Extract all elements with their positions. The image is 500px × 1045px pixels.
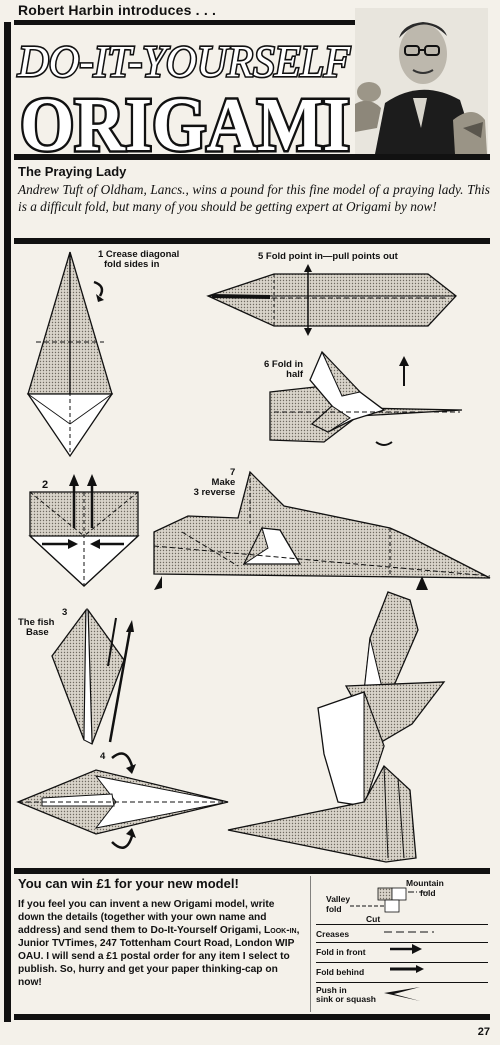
page-number: 27 [477, 1026, 490, 1038]
key-cut-label: Cut [366, 914, 381, 924]
key-mountain-label: Mountain fold [406, 878, 444, 898]
step7-diagram [153, 470, 491, 590]
author-photo [355, 8, 488, 154]
step3-diagram [51, 607, 134, 745]
header-rule [14, 154, 490, 160]
key-push-row: Push in sink or squash [316, 982, 488, 1014]
step1-label: 1 Crease diagonal fold sides in [98, 249, 180, 270]
step7-label: 7 Make 3 reverse [193, 467, 236, 498]
step4-diagram [16, 752, 229, 849]
key-creases-row: Creases [316, 924, 488, 947]
fold-key: Mountain fold Valley fold Cut Creases Fo… [310, 876, 490, 1012]
bottom-rule [14, 1014, 490, 1020]
folding-diagrams: 1 Crease diagonal fold sides in 5 Fold p… [12, 246, 492, 866]
top-rule [14, 20, 484, 25]
article-text: Andrew Tuft of Oldham, Lancs., wins a po… [18, 182, 490, 214]
diagram-top-rule [14, 238, 490, 244]
competition-rule [14, 868, 490, 874]
title-block: DO-IT-YOURSELF ORIGAMI [14, 26, 354, 154]
step2-diagram [28, 474, 140, 587]
step1-diagram [26, 251, 114, 458]
left-border-bar [4, 22, 11, 1022]
key-fold-front-row: Fold in front [316, 942, 488, 965]
magazine-name: Look-in [264, 925, 297, 936]
step6-diagram [269, 350, 463, 446]
step2-label: 2 [42, 479, 49, 491]
competition-text: If you feel you can invent a new Origami… [18, 899, 300, 988]
step6-label: 6 Fold in half [264, 359, 304, 380]
key-valley-label: Valley fold [326, 894, 351, 914]
step3-label: 3 The fish Base [18, 607, 68, 638]
step5-diagram [206, 264, 457, 336]
title-line-1: DO-IT-YOURSELF [17, 37, 351, 86]
step5-label: 5 Fold point in—pull points out [258, 251, 398, 262]
intro-line: Robert Harbin introduces . . . [18, 2, 217, 18]
key-fold-behind-row: Fold behind [316, 962, 488, 985]
competition-title: You can win £1 for your new model! [18, 876, 239, 891]
final-model-diagram [227, 591, 446, 863]
step4-label: 4 [100, 751, 106, 762]
title-line-2: ORIGAMI [20, 83, 350, 154]
article-title: The Praying Lady [18, 164, 127, 179]
